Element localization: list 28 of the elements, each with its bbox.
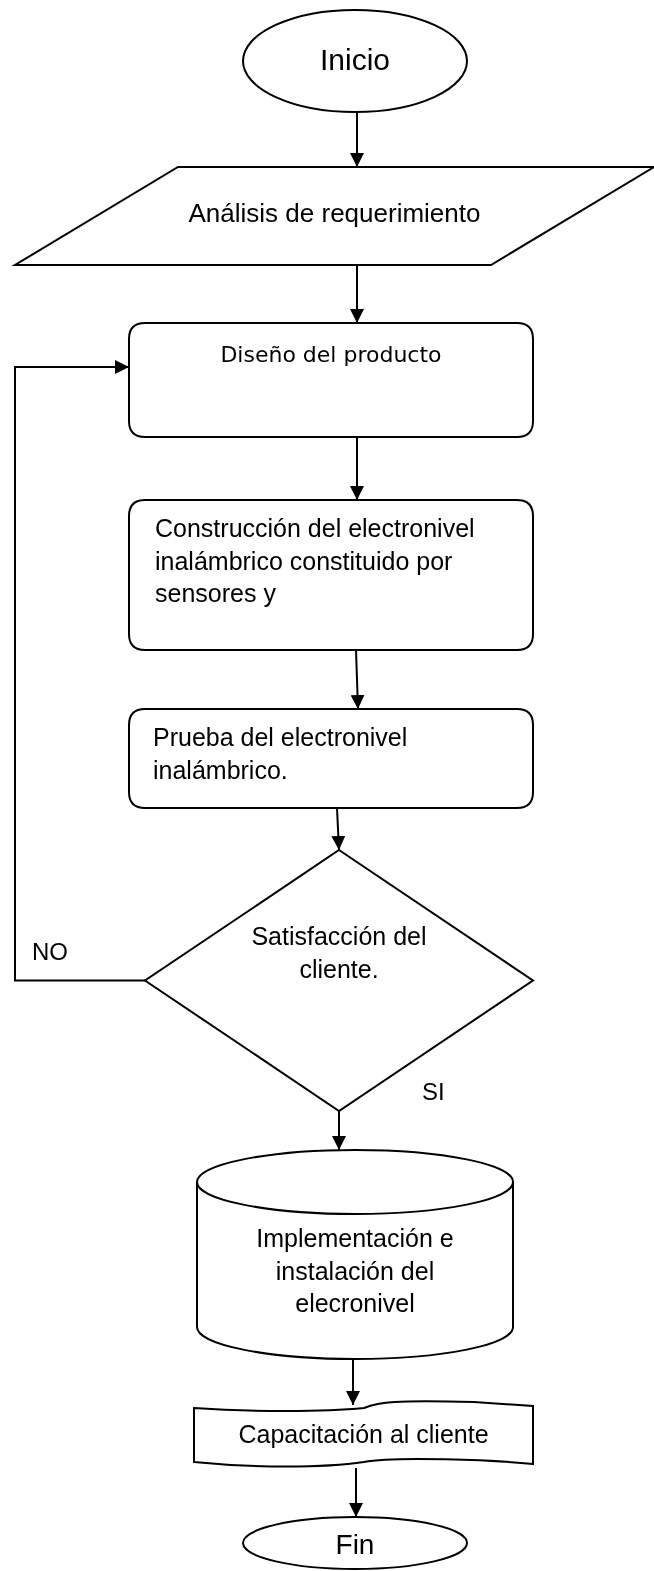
arrow: [346, 1358, 360, 1406]
document-shape: [194, 1402, 533, 1468]
arrow: [350, 436, 364, 501]
node-label: Satisfacción del cliente.: [250, 921, 428, 985]
terminal-ellipse: [243, 1517, 467, 1569]
arrow: [349, 1467, 363, 1518]
node-label: Construcción del electronivel inalámbrico constituido por sensores y: [155, 513, 476, 609]
storage-cylinder: [197, 1150, 513, 1359]
process-box: [129, 323, 533, 437]
node-label: Análisis de requerimiento: [187, 197, 482, 230]
node-label: Diseño del producto: [219, 341, 443, 369]
arrow: [350, 649, 365, 710]
edge-label: NO: [32, 938, 68, 966]
terminal-ellipse: [243, 10, 467, 112]
node-label: Implementación e instalación del elecronivel: [255, 1223, 455, 1319]
decision-diamond: [145, 850, 533, 1111]
node-label: Fin: [334, 1528, 376, 1562]
arrow: [332, 1110, 346, 1151]
process-box: [129, 500, 533, 650]
arrow: [331, 807, 346, 851]
node-label: Capacitación al cliente: [237, 1419, 490, 1450]
process-box: [129, 709, 533, 808]
arrow: [350, 111, 364, 168]
node-label: Inicio: [318, 42, 391, 78]
node-label: Prueba del electronivel inalámbrico.: [153, 722, 409, 786]
arrow: [14, 360, 146, 982]
arrow: [350, 264, 364, 324]
edge-label: SI: [422, 1078, 445, 1106]
